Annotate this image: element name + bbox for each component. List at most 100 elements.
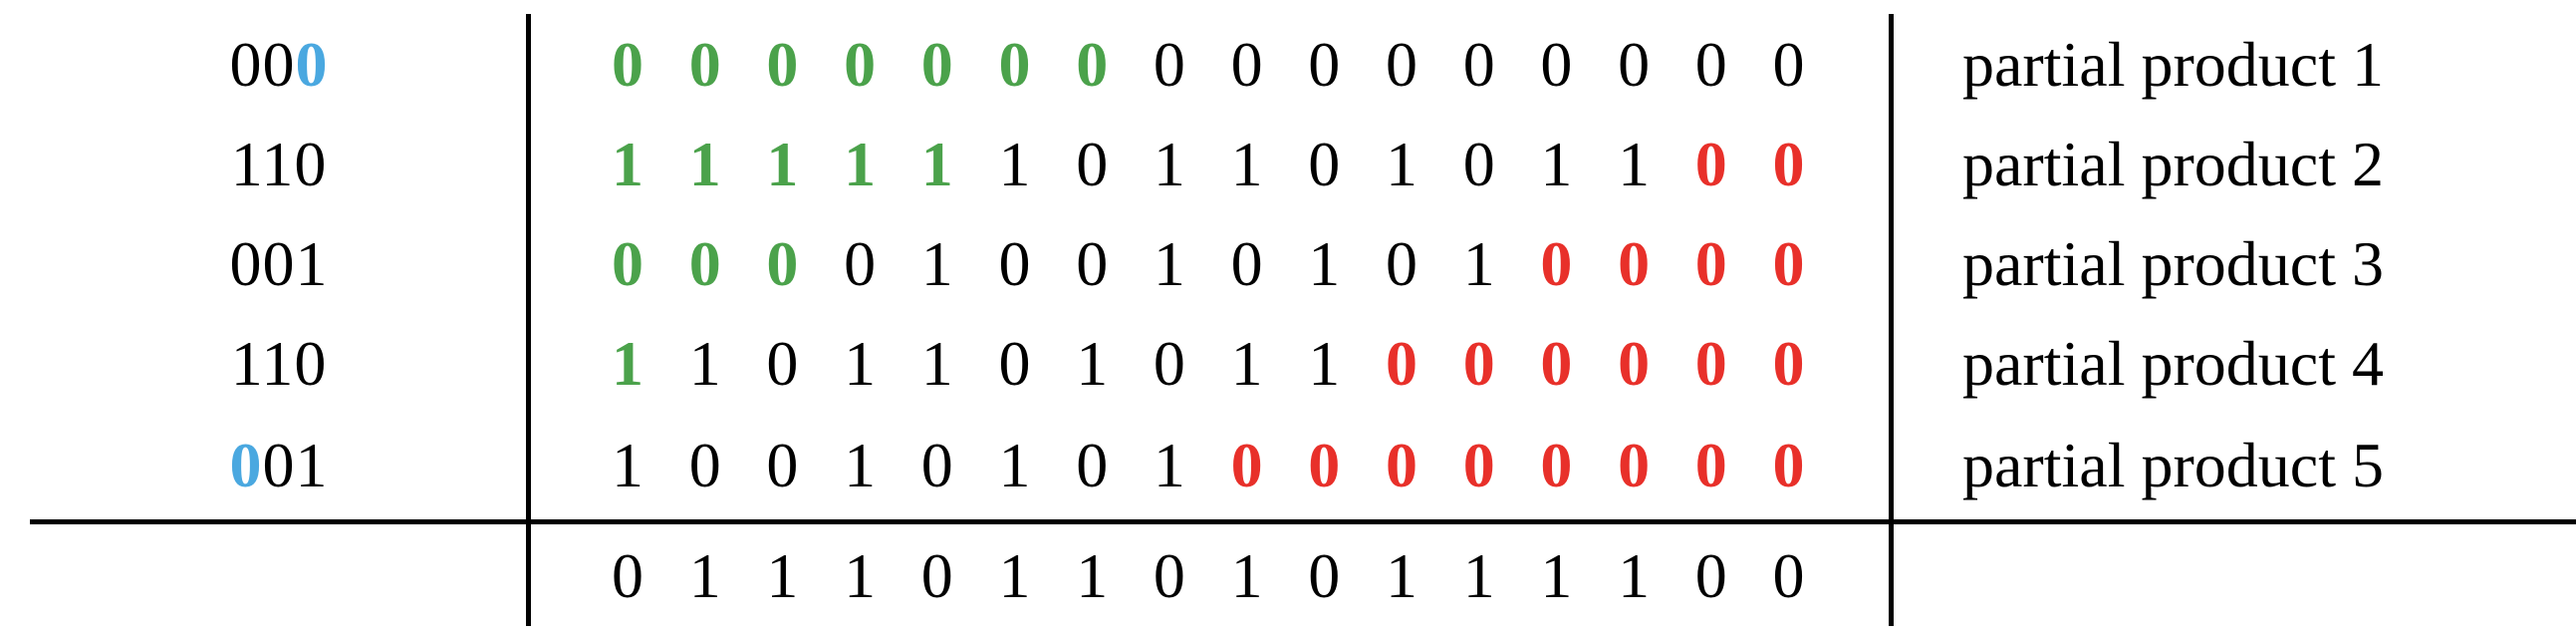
bit-cell: 0	[1772, 328, 1805, 399]
result-bit: 0	[1772, 540, 1805, 611]
bit-cell: 0	[1618, 328, 1651, 399]
bit-cell: 0	[1772, 228, 1805, 299]
result-bit: 1	[1230, 540, 1263, 611]
bit-cell: 0	[1230, 228, 1263, 299]
bit-cell: 1	[1308, 328, 1341, 399]
bit-cell: 1	[1153, 228, 1185, 299]
bit-cell: 0	[1153, 29, 1185, 100]
bit-cell: 1	[1540, 129, 1573, 199]
bit-cell: 0	[1386, 228, 1417, 299]
bit-cell: 0	[1694, 328, 1727, 399]
bit-cell: 0	[1386, 328, 1417, 399]
bit-cell: 0	[766, 328, 799, 399]
bit-cell: 0	[920, 430, 953, 500]
partial-product-label: partial product 4	[1962, 328, 2384, 399]
booth-triplet: 001	[199, 214, 359, 314]
bit-cell: 1	[844, 430, 877, 500]
bit-cell: 1	[1462, 228, 1495, 299]
result-bit: 0	[1694, 540, 1727, 611]
partial-product-label: partial product 3	[1962, 228, 2384, 299]
bit-cell: 0	[1462, 29, 1495, 100]
bit-cell: 0	[1772, 430, 1805, 500]
partial-product-label: partial product 1	[1962, 29, 2384, 100]
bit-cell: 0	[1772, 129, 1805, 199]
result-bit: 1	[766, 540, 799, 611]
bit-cell: 1	[920, 129, 953, 199]
result-bit: 1	[1076, 540, 1109, 611]
result-bit: 1	[688, 540, 721, 611]
bit-cell: 0	[688, 430, 721, 500]
bit-cell: 0	[1618, 228, 1651, 299]
right-divider	[1889, 14, 1894, 626]
bit-cell: 1	[688, 129, 721, 199]
bit-cell: 1	[1230, 328, 1263, 399]
bit-cell: 0	[998, 228, 1031, 299]
bit-cell: 1	[844, 129, 877, 199]
bit-cell: 0	[1308, 430, 1341, 500]
bit-cell: 0	[1308, 129, 1341, 199]
bit-cell: 0	[612, 29, 644, 100]
bit-cell: 1	[1153, 430, 1185, 500]
bit-cell: 1	[1076, 328, 1109, 399]
bit-cell: 0	[1462, 430, 1495, 500]
bit-cell: 0	[766, 228, 799, 299]
booth-bits: 01	[262, 430, 329, 500]
bit-cell: 0	[998, 29, 1031, 100]
booth-extra-bit: 0	[295, 29, 329, 100]
bit-cell: 0	[1230, 430, 1263, 500]
bit-cell: 1	[766, 129, 799, 199]
booth-bits: 110	[230, 328, 328, 399]
bit-cell: 0	[1540, 228, 1573, 299]
bit-cell: 0	[688, 29, 721, 100]
bit-cell: 0	[1540, 430, 1573, 500]
booth-bits: 001	[229, 228, 329, 299]
bit-cell: 0	[1076, 29, 1109, 100]
result-bit: 0	[1308, 540, 1341, 611]
bit-cell: 0	[766, 29, 799, 100]
result-bit: 0	[920, 540, 953, 611]
bit-cell: 0	[920, 29, 953, 100]
result-bit: 1	[1386, 540, 1417, 611]
booth-bits: 110	[230, 129, 328, 199]
result-bit: 1	[998, 540, 1031, 611]
bit-cell: 0	[998, 328, 1031, 399]
result-bit: 1	[844, 540, 877, 611]
booth-bits: 00	[229, 29, 296, 100]
bit-cell: 0	[1694, 29, 1727, 100]
bit-cell: 1	[1386, 129, 1417, 199]
bit-cell: 0	[1076, 129, 1109, 199]
bit-cell: 1	[688, 328, 721, 399]
bit-cell: 1	[998, 129, 1031, 199]
booth-triplet: 110	[199, 314, 359, 414]
bit-cell: 1	[1308, 228, 1341, 299]
bit-cell: 1	[612, 129, 644, 199]
bit-cell: 0	[844, 228, 877, 299]
bit-cell: 0	[1153, 328, 1185, 399]
bit-cell: 0	[1386, 430, 1417, 500]
bit-cell: 0	[1618, 29, 1651, 100]
bit-cell: 1	[844, 328, 877, 399]
left-divider	[526, 14, 531, 626]
result-bit: 0	[612, 540, 644, 611]
bit-cell: 1	[1618, 129, 1651, 199]
result-bit: 0	[1153, 540, 1185, 611]
bit-cell: 0	[1308, 29, 1341, 100]
bit-cell: 0	[1386, 29, 1417, 100]
bit-cell: 0	[844, 29, 877, 100]
result-bit: 1	[1462, 540, 1495, 611]
bit-cell: 0	[1076, 430, 1109, 500]
sum-rule	[30, 519, 2576, 524]
bit-cell: 0	[1230, 29, 1263, 100]
bit-cell: 0	[1694, 228, 1727, 299]
bit-cell: 1	[998, 430, 1031, 500]
bit-cell: 0	[1540, 328, 1573, 399]
bit-cell: 1	[612, 430, 644, 500]
bit-cell: 1	[1153, 129, 1185, 199]
